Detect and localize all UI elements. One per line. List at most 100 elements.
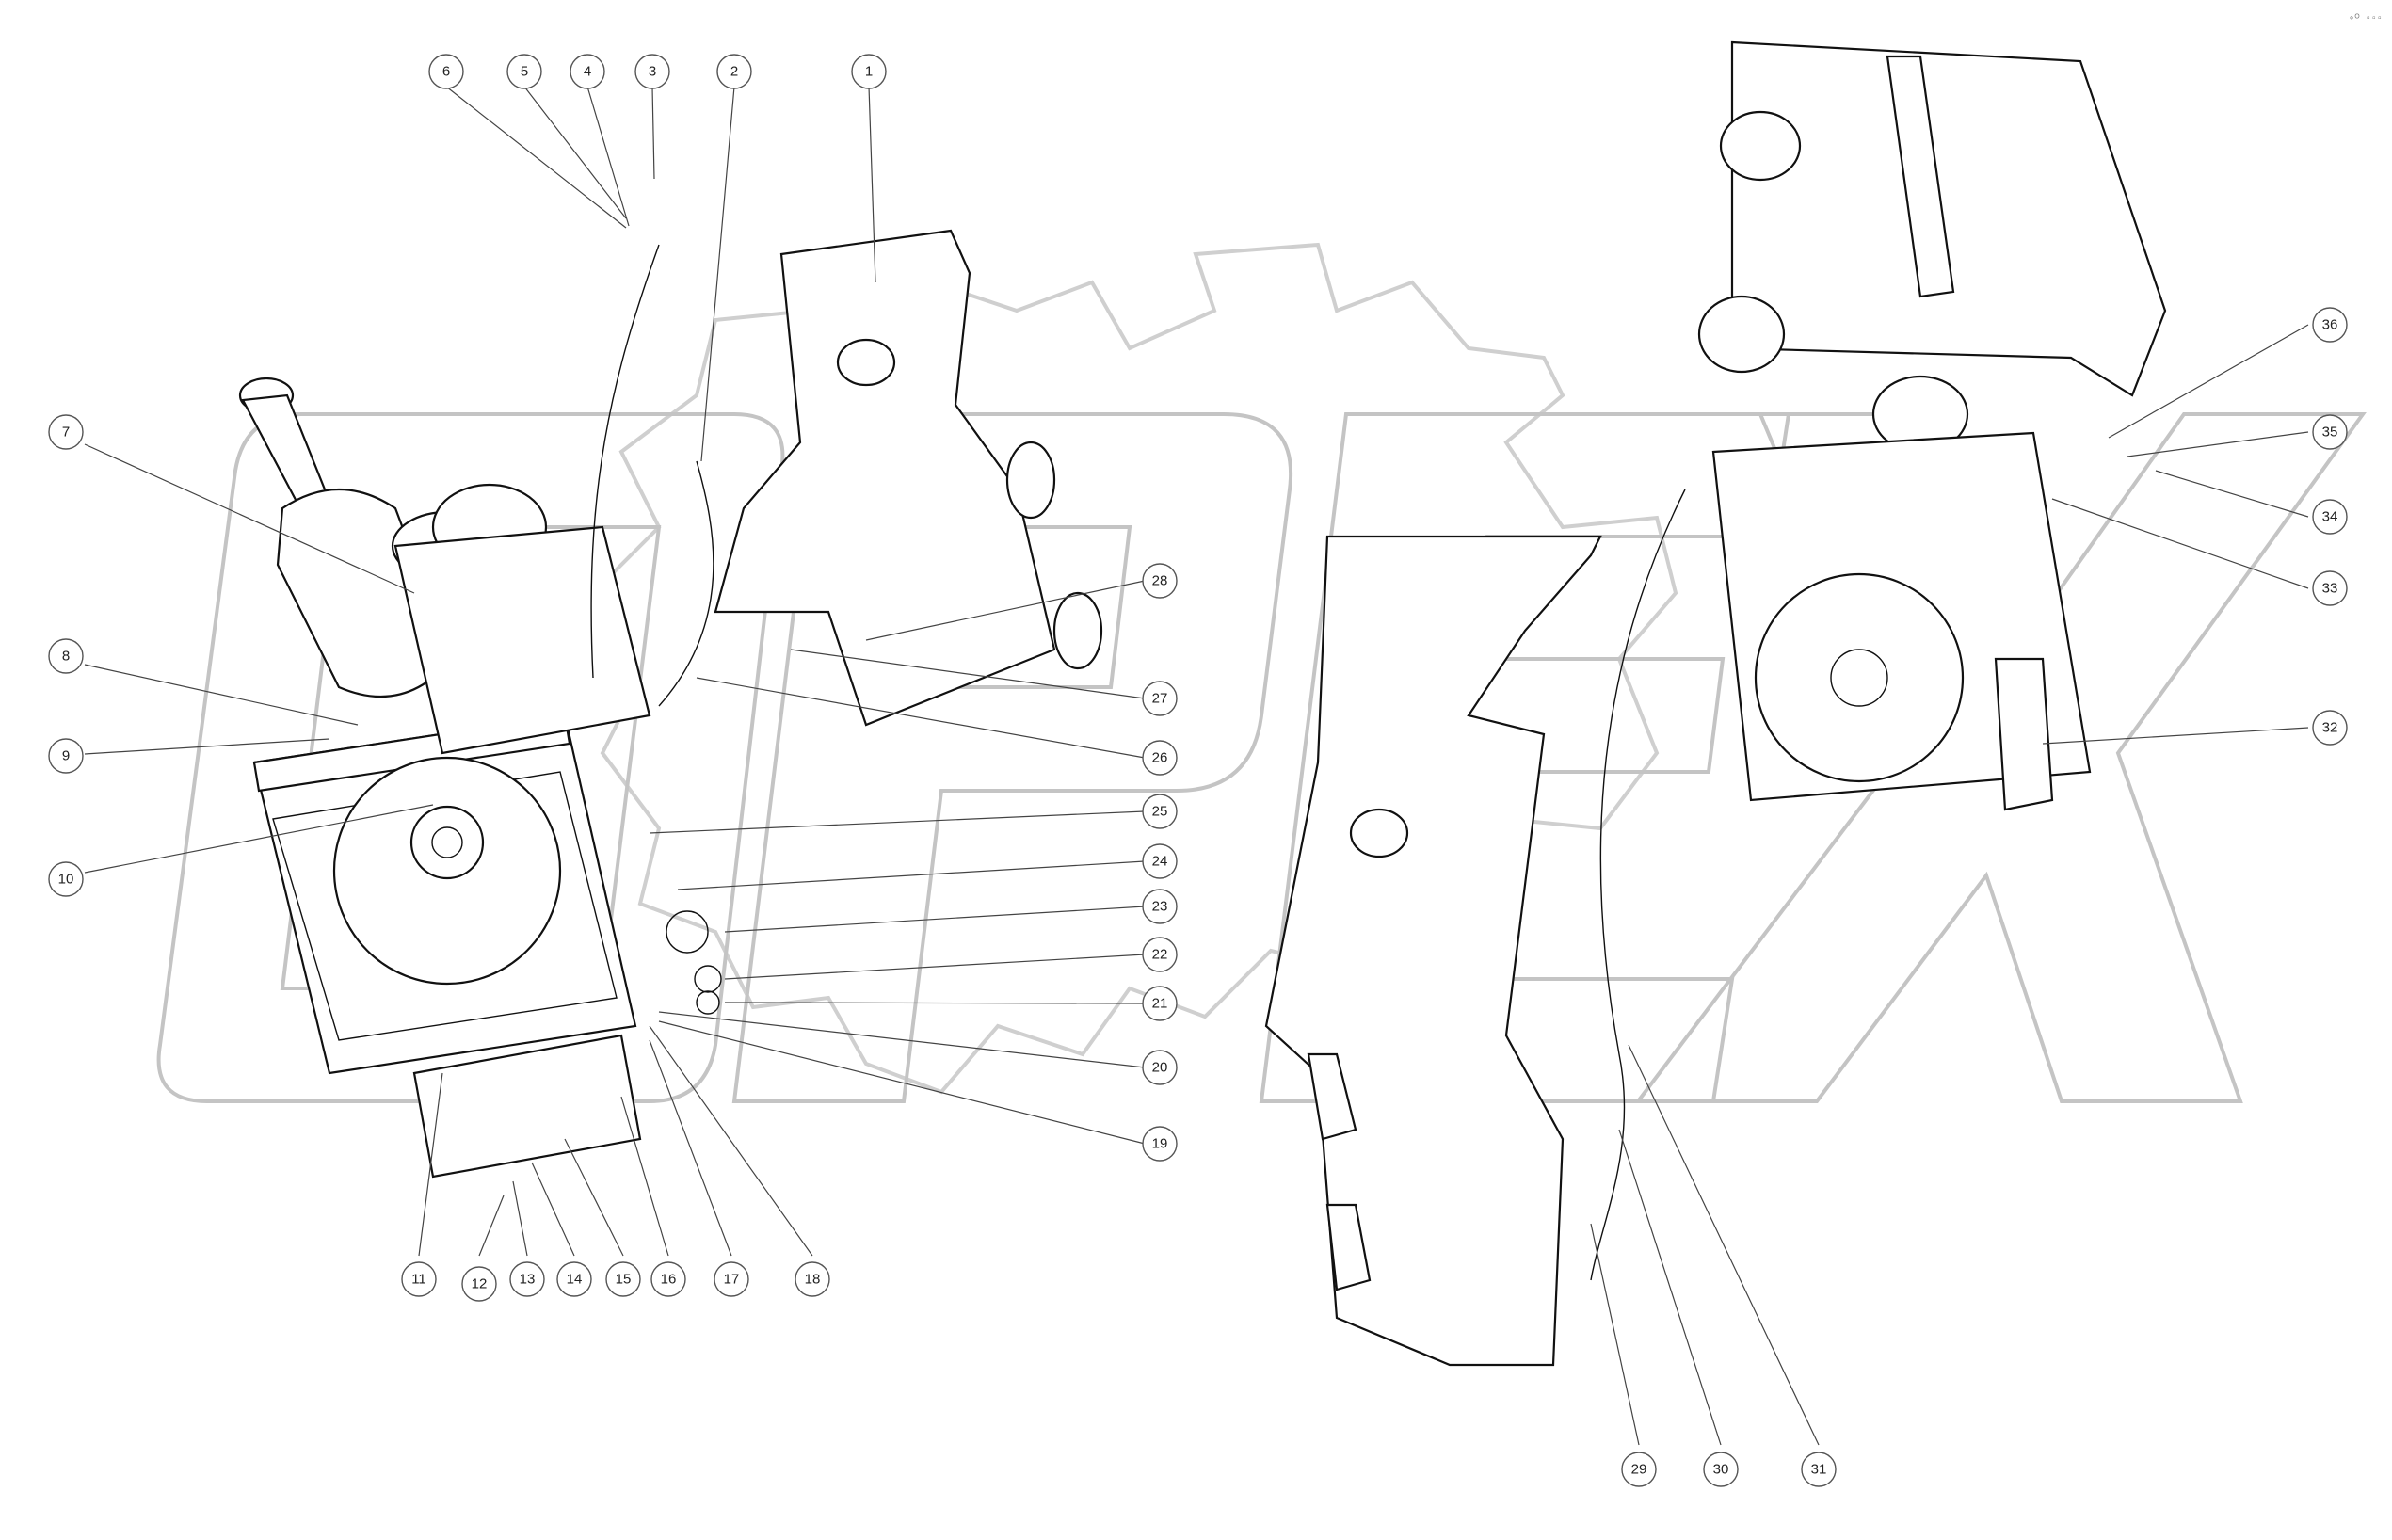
svg-text:30: 30 [1713,1462,1729,1478]
svg-text:32: 32 [2322,720,2338,736]
leader-6 [445,86,627,229]
muffler-right-1 [1697,295,1786,374]
side-grip-3 [1307,1052,1357,1141]
fan-hub-inner [431,826,463,858]
engine-block-left [393,525,651,755]
leader-1 [868,86,876,283]
callout-7: 7 [48,414,84,450]
callout-21: 21 [1142,986,1178,1021]
callout-16: 16 [650,1261,686,1297]
center-assembly [1264,489,1686,1367]
callout-20: 20 [1142,1050,1178,1085]
svg-text:33: 33 [2322,581,2338,597]
mount-nut [696,990,720,1015]
leader-33 [2051,498,2309,589]
leader-24 [677,860,1146,890]
svg-text:20: 20 [1152,1060,1168,1076]
air-filter-right [1719,110,1802,182]
svg-text:1: 1 [865,64,873,80]
callout-35: 35 [2312,414,2348,450]
svg-text:18: 18 [805,1272,821,1288]
side-grip-4 [1325,1203,1372,1291]
leader-20 [658,1011,1146,1068]
cable-1 [590,244,660,679]
hood-cover [714,229,1056,727]
leader-32 [2042,727,2309,745]
leader-25 [649,810,1146,834]
callout-2: 2 [716,54,752,89]
svg-text:25: 25 [1152,804,1168,820]
cable-2 [658,460,714,707]
callout-5: 5 [506,54,542,89]
svg-text:35: 35 [2322,425,2338,441]
svg-text:14: 14 [567,1272,583,1288]
svg-text:36: 36 [2322,317,2338,333]
leader-27 [790,649,1146,699]
callout-29: 29 [1621,1452,1657,1487]
svg-text:11: 11 [411,1272,426,1288]
callout-10: 10 [48,861,84,897]
left-assembly [238,229,1103,1179]
leader-18 [649,1025,813,1257]
leader-lines [84,86,2309,1446]
callout-8: 8 [48,638,84,674]
leader-23 [724,906,1146,933]
right-engine [1697,40,2167,811]
svg-text:4: 4 [584,64,591,80]
callout-9: 9 [48,738,84,774]
callout-33: 33 [2312,570,2348,606]
exhaust-stack-right [1886,55,1955,298]
svg-text:15: 15 [616,1272,632,1288]
leader-4 [586,86,630,227]
leader-17 [649,1039,732,1257]
svg-text:24: 24 [1152,854,1168,870]
svg-text:19: 19 [1152,1136,1168,1152]
leader-14 [531,1162,575,1257]
leader-7 [84,443,415,594]
callout-17: 17 [714,1261,749,1297]
leader-30 [1618,1129,1722,1446]
leader-3 [651,86,655,180]
svg-text:5: 5 [521,64,528,80]
engine-top-cover [1730,40,2167,397]
callout-4: 4 [570,54,605,89]
engine-mount-right [1994,657,2054,811]
fuel-cap-large [1349,808,1409,858]
callouts: 1 2 3 4 5 6 7 8 9 10 11 12 13 14 15 16 1… [48,54,2348,1487]
leader-29 [1590,1223,1640,1446]
callout-25: 25 [1142,794,1178,829]
svg-text:6: 6 [442,64,450,80]
fuel-cap [836,338,896,387]
callout-1: 1 [851,54,887,89]
callout-34: 34 [2312,499,2348,535]
svg-text:10: 10 [58,872,74,888]
leader-31 [1628,1044,1820,1446]
callout-6: 6 [428,54,464,89]
leader-9 [84,738,330,755]
svg-text:16: 16 [661,1272,677,1288]
svg-text:13: 13 [520,1272,536,1288]
leader-8 [84,664,359,726]
leader-28 [865,580,1146,641]
flywheel-hub [1830,649,1888,707]
callout-3: 3 [634,54,670,89]
fan-hub [409,805,485,880]
callout-32: 32 [2312,710,2348,746]
svg-text:12: 12 [472,1276,488,1292]
leader-34 [2155,470,2309,518]
svg-text:8: 8 [62,649,70,665]
corner-mark: ∘ᴼ ▫▫▫ [2349,14,2383,24]
callout-19: 19 [1142,1126,1178,1162]
svg-text:7: 7 [62,425,70,441]
svg-text:22: 22 [1152,947,1168,963]
svg-text:29: 29 [1631,1462,1647,1478]
leader-26 [696,677,1146,759]
svg-text:3: 3 [649,64,656,80]
flywheel [1754,572,1965,783]
svg-text:31: 31 [1811,1462,1827,1478]
watermark-gear [581,242,1678,1095]
mount-rubber [666,910,709,954]
leader-36 [2108,324,2309,439]
mount-washer [694,965,722,993]
svg-text:2: 2 [730,64,738,80]
